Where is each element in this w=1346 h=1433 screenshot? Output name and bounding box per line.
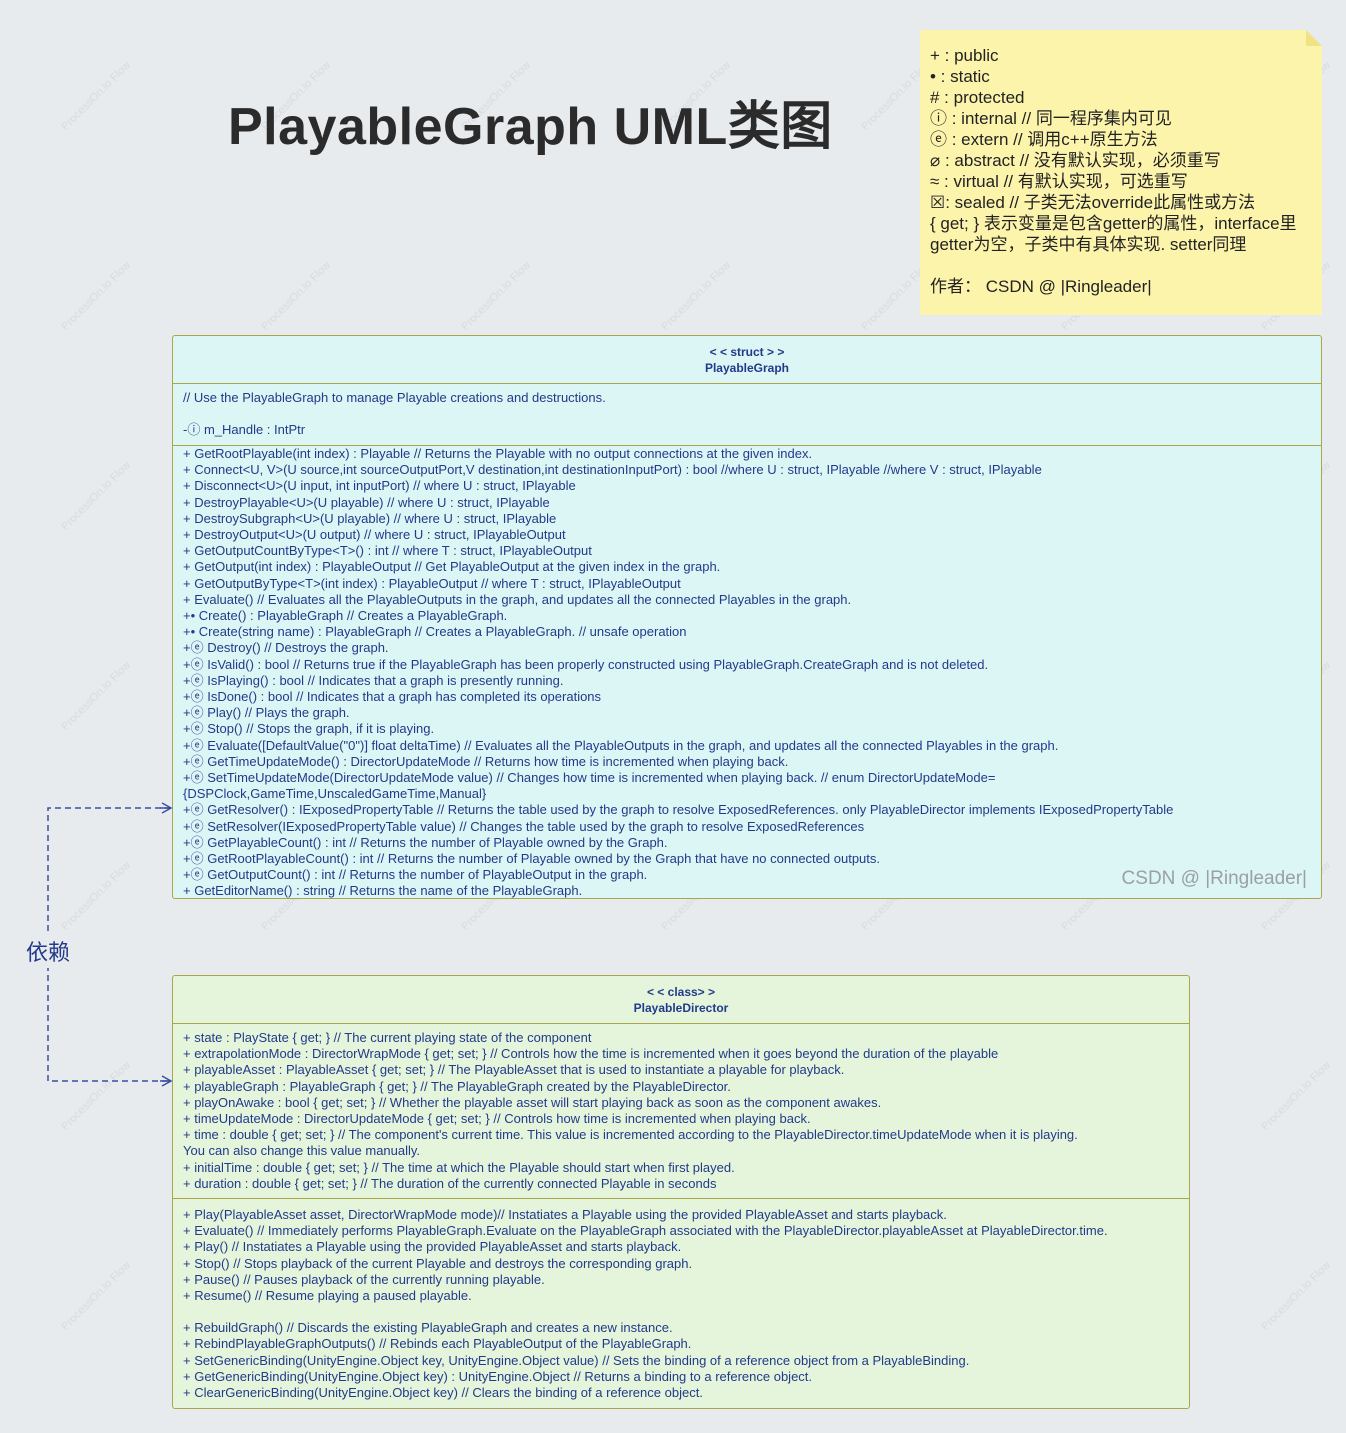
operation-row: +ⓔ IsValid() : bool // Returns true if t…	[183, 656, 989, 672]
operation-row: +• Create() : PlayableGraph // Creates a…	[183, 608, 508, 624]
attribute-row: + playableAsset : PlayableAsset { get; s…	[183, 1062, 845, 1078]
attribute-row: + initialTime : double { get; set; } // …	[183, 1159, 735, 1175]
playabledirector-class-box[interactable]: < < class> > PlayableDirector + state : …	[172, 975, 1190, 1409]
legend-line: getter为空，子类中有具体实现. setter同理	[930, 235, 1247, 254]
watermark-text: ProcessOn.io Flow	[1259, 1059, 1334, 1133]
attribute-row: + state : PlayState { get; } // The curr…	[183, 1030, 592, 1045]
legend-lines: + : public • : static # : protected ⓘ : int…	[930, 45, 1314, 255]
operation-row: +ⓔ GetRootPlayableCount() : int // Retur…	[183, 851, 880, 867]
watermark-text: ProcessOn.io Flow	[459, 259, 534, 333]
operation-row: + Stop() // Stops playback of the curren…	[183, 1255, 693, 1271]
attribute-row: + timeUpdateMode : DirectorUpdateMode { …	[183, 1111, 811, 1127]
playablegraph-attributes: // Use the PlayableGraph to manage Playa…	[173, 384, 1321, 446]
operation-row: + Play() // Instatiates a Playable using…	[183, 1239, 682, 1255]
watermark-text: ProcessOn.io Flow	[59, 1259, 134, 1333]
operation-row: + Evaluate() // Evaluates all the Playab…	[183, 591, 852, 607]
operation-row: +ⓔ Stop() // Stops the graph, if it is p…	[183, 721, 435, 737]
operation-row: +ⓔ IsPlaying() : bool // Indicates that …	[183, 672, 564, 688]
operation-row: +• Create(string name) : PlayableGraph /…	[183, 624, 687, 640]
watermark-text: ProcessOn.io Flow	[59, 859, 134, 933]
playablegraph-name: PlayableGraph	[704, 361, 790, 375]
operation-row: +ⓔ GetOutputCount() : int // Returns the…	[183, 867, 648, 883]
operation-row: + Evaluate() // Immediately performs Pla…	[183, 1223, 1108, 1239]
playabledirector-operations: + Play(PlayableAsset asset, DirectorWrap…	[173, 1199, 1189, 1401]
playablegraph-class-box[interactable]: < < struct > > PlayableGraph // Use the …	[172, 335, 1322, 899]
watermark-text: ProcessOn.io Flow	[259, 259, 334, 333]
watermark-text: ProcessOn.io Flow	[59, 59, 134, 133]
operation-row: +ⓔ GetResolver() : IExposedPropertyTable…	[183, 802, 1174, 818]
operation-row: + GetOutput(int index) : PlayableOutput …	[183, 559, 721, 575]
operation-row: + GetRootPlayable(int index) : Playable …	[183, 446, 813, 461]
attribute-row: + duration : double { get; set; } // The…	[183, 1175, 717, 1191]
legend-line: + : public	[930, 46, 999, 65]
legend-line: { get; } 表示变量是包含getter的属性，interface里	[930, 214, 1297, 233]
attribute-row: + playOnAwake : bool { get; set; } // Wh…	[183, 1094, 882, 1110]
attribute-row: You can also change this value manually.	[183, 1143, 421, 1159]
diagram-title: PlayableGraph UML类图	[228, 98, 833, 156]
operation-row: +ⓔ GetTimeUpdateMode() : DirectorUpdateM…	[183, 753, 789, 769]
playablegraph-header: < < struct > > PlayableGraph	[173, 336, 1321, 384]
dependency-label: 依赖	[25, 934, 72, 968]
operation-row: + Connect<U, V>(U source,int sourceOutpu…	[183, 462, 1042, 478]
attribute-row: -ⓘ m_Handle : IntPtr	[183, 422, 306, 438]
watermark-text: ProcessOn.io Flow	[59, 659, 134, 733]
playabledirector-attributes: + state : PlayState { get; } // The curr…	[173, 1024, 1189, 1199]
attribute-row: + playableGraph : PlayableGraph { get; }…	[183, 1078, 731, 1094]
operation-row: + Pause() // Pauses playback of the curr…	[183, 1271, 545, 1287]
csdn-watermark: CSDN @ |Ringleader|	[1121, 868, 1307, 889]
operation-row: + GetOutputByType<T>(int index) : Playab…	[183, 575, 681, 591]
playablegraph-operations: + GetRootPlayable(int index) : Playable …	[173, 446, 1321, 900]
operation-row: +ⓔ SetTimeUpdateMode(DirectorUpdateMode …	[183, 770, 996, 786]
operation-row: +ⓔ IsDone() : bool // Indicates that a g…	[183, 689, 602, 705]
operation-row: + Play(PlayableAsset asset, DirectorWrap…	[183, 1207, 947, 1222]
operation-row: +ⓔ GetPlayableCount() : int // Returns t…	[183, 834, 668, 850]
operation-row: +ⓔ Evaluate([DefaultValue("0")] float de…	[183, 737, 1059, 753]
operation-row: {DSPClock,GameTime,UnscaledGameTime,Manu…	[183, 786, 487, 802]
operation-row: + DestroyPlayable<U>(U playable) // wher…	[183, 494, 550, 510]
operation-row: + Disconnect<U>(U input, int inputPort) …	[183, 478, 576, 494]
operation-row: + SetGenericBinding(UnityEngine.Object k…	[183, 1352, 970, 1368]
operation-row: + GetEditorName() : string // Returns th…	[183, 883, 583, 899]
attribute-row: + time : double { get; set; } // The com…	[183, 1127, 1078, 1143]
watermark-text: ProcessOn.io Flow	[659, 259, 734, 333]
legend-line: ⓔ : extern // 调用c++原生方法	[930, 130, 1158, 149]
operation-row: + Resume() // Resume playing a paused pl…	[183, 1288, 472, 1304]
operation-row: +ⓔ Play() // Plays the graph.	[183, 705, 350, 721]
playablegraph-stereotype: < < struct > >	[709, 345, 785, 359]
operation-row: + GetGenericBinding(UnityEngine.Object k…	[183, 1368, 813, 1384]
watermark-text: ProcessOn.io Flow	[59, 1059, 134, 1133]
operation-row: + ClearGenericBinding(UnityEngine.Object…	[183, 1385, 703, 1401]
attribute-row: + extrapolationMode : DirectorWrapMode {…	[183, 1046, 999, 1062]
legend-line: • : static	[930, 67, 990, 86]
watermark-text: ProcessOn.io Flow	[59, 259, 134, 333]
legend-line: ≈ : virtual // 有默认实现，可选重写	[930, 172, 1188, 191]
operation-row: + GetOutputCountByType<T>() : int // whe…	[183, 543, 592, 559]
operation-row: + DestroySubgraph<U>(U playable) // wher…	[183, 510, 557, 526]
playabledirector-stereotype: < < class> >	[646, 985, 716, 999]
legend-author: 作者： CSDN @ |Ringleader|	[930, 277, 1152, 296]
note-fold-corner	[1306, 30, 1322, 46]
operation-row: + RebuildGraph() // Discards the existin…	[183, 1320, 673, 1336]
legend-line: ⓘ : internal // 同一程序集内可见	[930, 109, 1172, 128]
legend-line: ⌀ : abstract // 没有默认实现，必须重写	[930, 151, 1221, 170]
operation-row: + DestroyOutput<U>(U output) // where U …	[183, 527, 566, 543]
playabledirector-name: PlayableDirector	[633, 1001, 729, 1015]
legend-note: + : public • : static # : protected ⓘ : int…	[920, 30, 1322, 315]
operation-row: +ⓔ SetResolver(IExposedPropertyTable val…	[183, 818, 865, 834]
operation-row: + RebindPlayableGraphOutputs() // Rebind…	[183, 1336, 692, 1352]
playabledirector-header: < < class> > PlayableDirector	[173, 976, 1189, 1024]
legend-line: # : protected	[930, 88, 1025, 107]
watermark-text: ProcessOn.io Flow	[59, 459, 134, 533]
legend-line: ☒: sealed // 子类无法override此属性或方法	[930, 193, 1256, 212]
operation-row: +ⓔ Destroy() // Destroys the graph.	[183, 640, 389, 656]
watermark-text: ProcessOn.io Flow	[1259, 1259, 1334, 1333]
playablegraph-description: // Use the PlayableGraph to manage Playa…	[183, 390, 606, 405]
